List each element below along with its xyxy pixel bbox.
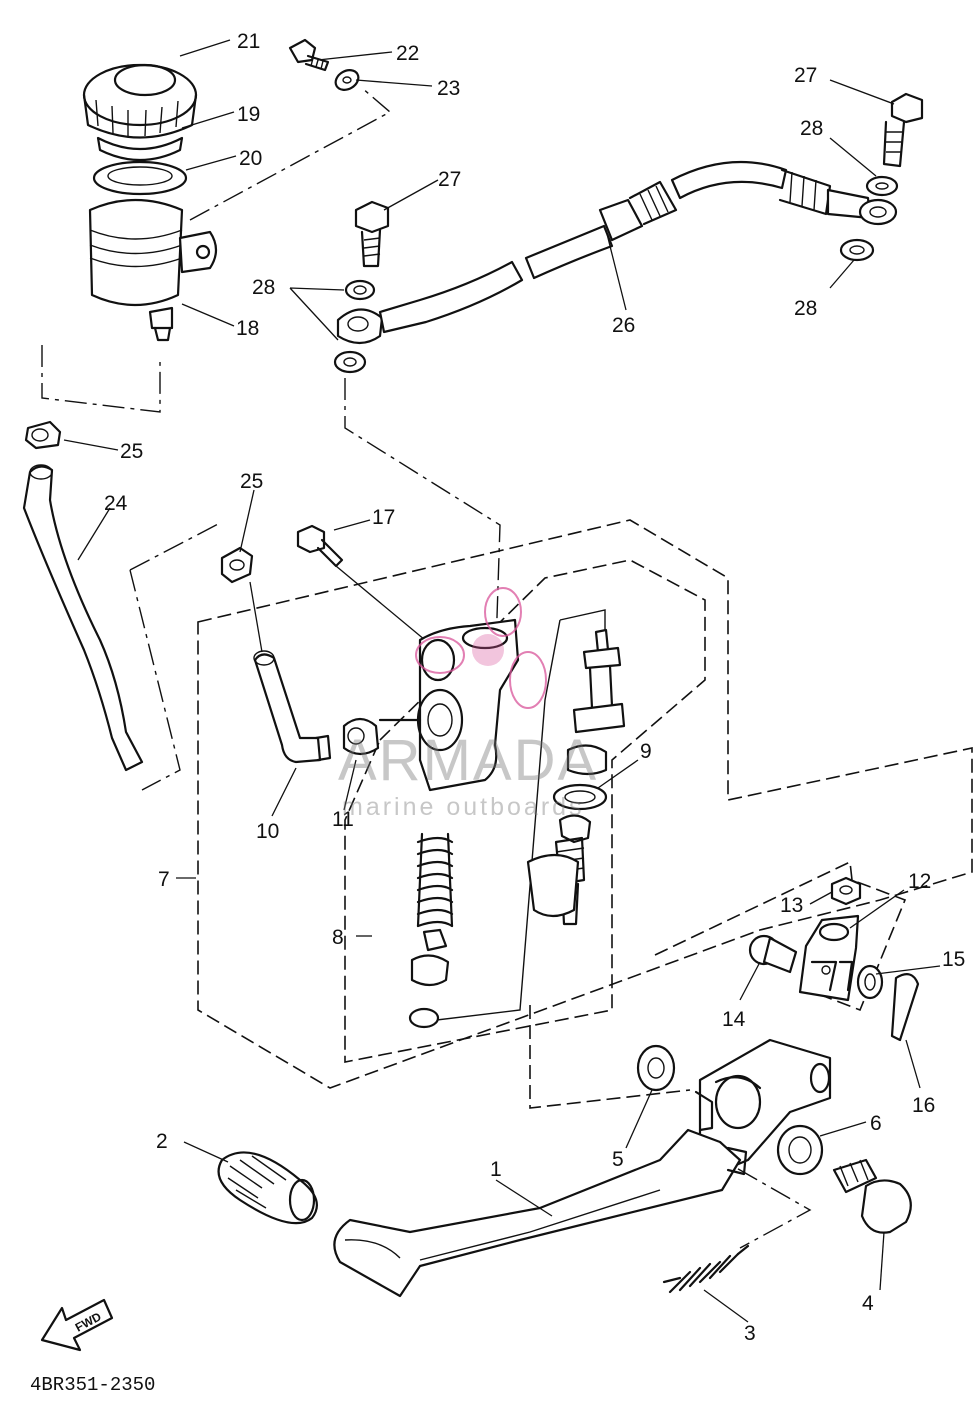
callout-20: 20 (239, 147, 262, 170)
brake-hose-26 (378, 160, 872, 334)
callout-21: 21 (237, 30, 260, 53)
nut-13 (830, 876, 862, 906)
watermark-logo: ARMADA marine outboards (338, 587, 598, 821)
callout-22: 22 (396, 42, 419, 65)
diaphragm-20 (92, 160, 188, 196)
watermark-brand: ARMADA (338, 728, 598, 793)
bushing-6 (776, 1124, 824, 1176)
lever-link-line (529, 1005, 691, 1109)
bolt-22 (288, 38, 330, 72)
hose-link-line (129, 521, 223, 791)
hose-24 (22, 464, 144, 772)
callout-24: 24 (104, 492, 128, 515)
callout-25-upper: 25 (120, 440, 143, 463)
cotter-pin-16 (890, 973, 920, 1042)
callout-13: 13 (780, 894, 803, 917)
hose-fitting-10 (253, 650, 332, 764)
callout-4: 4 (862, 1292, 874, 1315)
diagram-code: 4BR351-2350 (30, 1374, 155, 1396)
pivot-bolt-4 (832, 1158, 912, 1234)
spring-8 (416, 832, 454, 928)
callout-1: 1 (490, 1158, 502, 1181)
callout-26: 26 (612, 314, 635, 337)
reservoir-body-18 (88, 198, 218, 342)
banjo-fitting-lower (858, 198, 898, 226)
watermark-flower-icon (415, 587, 547, 709)
callout-15: 15 (942, 948, 965, 971)
clamp-25-upper (24, 420, 62, 450)
fwd-arrow-icon: FWD (40, 1298, 114, 1352)
callout-28-lower: 28 (794, 297, 817, 320)
callout-17: 17 (372, 506, 395, 529)
callout-27-union: 27 (438, 168, 461, 191)
callout-9: 9 (640, 740, 652, 763)
washer-5 (636, 1044, 676, 1092)
washer-28-c (865, 175, 899, 197)
callout-8: 8 (332, 926, 344, 949)
bolt-17 (296, 524, 344, 568)
brake-pedal-1 (333, 1038, 832, 1298)
clevis-12 (798, 914, 860, 1002)
washer-23 (334, 69, 360, 91)
callout-6: 6 (870, 1112, 882, 1135)
assembly-12-boundary (654, 860, 907, 1012)
callout-3: 3 (744, 1322, 756, 1345)
washer-15 (856, 964, 884, 1000)
banjo-fitting (336, 308, 384, 345)
callout-10: 10 (256, 820, 279, 843)
spring-link-line (704, 1149, 812, 1249)
pin-14 (748, 934, 798, 974)
bolt-27-caliper (882, 92, 924, 168)
bracket-link-line (189, 87, 392, 221)
assembly-9-boundary (419, 609, 606, 1023)
seal-cup-8 (408, 928, 450, 1029)
grommet-11 (342, 717, 380, 756)
watermark-tagline: marine outboards (342, 793, 585, 821)
callout-23: 23 (437, 77, 460, 100)
callout-16: 16 (912, 1094, 935, 1117)
assembly-7-boundary (197, 519, 973, 1089)
washer-28-d (839, 238, 875, 262)
master-cylinder-body (378, 618, 520, 792)
footpeg-rubber-2 (217, 1151, 318, 1225)
callout-5: 5 (612, 1148, 624, 1171)
clamp-25-lower (220, 546, 254, 584)
callout-25-lower: 25 (240, 470, 263, 493)
assembly-8-boundary (344, 559, 706, 1063)
reservoir-cap-21 (82, 63, 198, 139)
bolt-27-union (354, 200, 390, 268)
return-spring-3 (662, 1244, 750, 1294)
washer-28-b (333, 350, 367, 374)
pushrod-9 (526, 628, 626, 926)
callout-18: 18 (236, 317, 259, 340)
washer-28-a (344, 279, 376, 301)
reservoir-link-line (41, 345, 161, 413)
callout-12: 12 (908, 870, 931, 893)
diaphragm-plate-19 (96, 136, 184, 162)
callout-28-upper: 28 (800, 117, 823, 140)
callout-27-caliper: 27 (794, 64, 817, 87)
callout-2: 2 (156, 1130, 168, 1153)
callout-11: 11 (332, 808, 354, 831)
callout-28-union: 28 (252, 276, 275, 299)
callout-19: 19 (237, 103, 260, 126)
leader-lines (63, 39, 941, 1323)
callout-7: 7 (158, 868, 170, 891)
callout-14: 14 (722, 1008, 746, 1031)
